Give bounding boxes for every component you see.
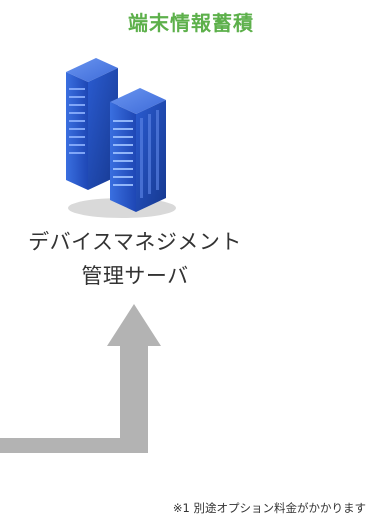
server-label-line1: デバイスマネジメント	[28, 230, 242, 254]
rack-front-slots	[113, 120, 133, 186]
rack-back-front	[66, 72, 88, 190]
rack-front-top	[110, 88, 166, 114]
rack-front-vents	[140, 110, 159, 198]
server-label-line2: 管理サーバ	[81, 264, 189, 288]
diagram-title: 端末情報蓄積	[128, 11, 254, 35]
footnote: ※1 別途オプション料金がかかります	[172, 501, 366, 515]
rack-front-face	[110, 102, 136, 212]
rack-back-slots	[69, 88, 85, 154]
arrow-up-icon	[0, 304, 161, 453]
rack-back-top	[66, 58, 118, 82]
connector-arrow	[0, 304, 161, 453]
server-rack-icon	[66, 58, 176, 218]
